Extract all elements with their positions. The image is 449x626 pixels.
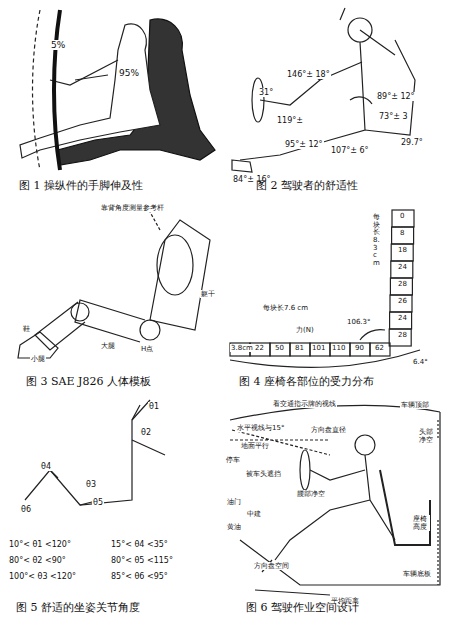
annotation-label: 3.8cm [230, 344, 254, 352]
annotation-label: 水平视线与15° [236, 424, 285, 432]
annotation-label: θ2 [140, 428, 152, 437]
annotation-label: H点 [140, 345, 154, 353]
annotation-label: 头部净空 [418, 428, 436, 444]
annotation-label: 95% [118, 68, 140, 78]
annotation-label: 中建 [246, 510, 262, 518]
annotation-label: 方向盘直径 [310, 426, 347, 434]
figure-caption: 图 6 驾驶作业空间设计 [245, 602, 360, 615]
annotation-label: θ4 [40, 462, 52, 471]
annotation-label: θ5 [92, 498, 104, 507]
annotation-label: 24 [397, 314, 408, 322]
annotation-label: 89°± 12° [376, 92, 416, 101]
annotation-label: 95°± 12° [284, 140, 324, 149]
annotation-label: 10°< θ1 <120° [8, 540, 72, 549]
annotation-label: 0 [399, 212, 405, 220]
annotation-label: 26 [397, 297, 408, 305]
annotation-label: 方向盘空间 [253, 562, 290, 570]
annotation-label: 73°± 3 [378, 112, 409, 121]
annotation-label: 车辆底板 [402, 570, 432, 578]
annotation-label: 146°± 18° [286, 70, 331, 79]
annotation-label: θ3 [85, 480, 97, 489]
annotation-label: 15°< θ4 <35° [110, 540, 169, 549]
annotation-label: 6.4° [412, 358, 429, 366]
annotation-label: 小腿 [30, 355, 46, 363]
annotation-label: 每块长 8.3 cm [372, 214, 381, 268]
annotation-label: 靠背角度测量参考杆 [100, 204, 165, 212]
annotation-label: 110 [331, 344, 346, 352]
annotation-label: 80°< θ5 <115° [110, 556, 174, 565]
annotation-label: 80°< θ2 <90° [8, 556, 67, 565]
annotation-label: 每块长7.6 cm [262, 304, 309, 312]
annotation-label: 22 [254, 344, 265, 352]
figure-caption: 图 5 舒适的坐姿关节角度 [15, 602, 141, 615]
annotation-label: 101 [311, 344, 326, 352]
annotation-label: 24 [397, 263, 408, 271]
annotation-label: 62 [374, 344, 385, 352]
annotation-label: 119°± [276, 116, 304, 125]
annotation-label: θ6 [20, 505, 32, 514]
annotation-label: 看交通指示牌的视线 [272, 400, 337, 408]
annotation-label: 油门 [226, 498, 242, 506]
annotation-label: 100°< θ3 <120° [8, 572, 77, 581]
annotation-label: 90 [354, 344, 365, 352]
annotation-label: 28 [397, 331, 408, 339]
annotation-label: 18 [397, 246, 408, 254]
annotation-label: 被车头遮挡 [245, 470, 282, 478]
annotation-label: 鞋 [22, 325, 31, 333]
annotation-label: 黄油 [226, 523, 242, 531]
annotation-label: 81 [294, 344, 305, 352]
annotation-label: 5% [50, 40, 66, 50]
figure-caption: 图 2 驾驶者的舒适性 [255, 180, 359, 193]
annotation-label: 106.3° [346, 318, 372, 326]
annotation-label: 大腿 [100, 342, 116, 350]
annotation-label: 8 [399, 229, 405, 237]
annotation-label: 腰部净空 [296, 490, 326, 498]
annotation-label: 50 [274, 344, 285, 352]
annotation-label: θ1 [148, 402, 160, 411]
annotation-label: 车辆顶部 [400, 401, 430, 409]
annotation-label: 31° [258, 88, 274, 97]
annotation-label: 地面平行 [240, 442, 270, 450]
annotation-label: 停车 [225, 456, 241, 464]
annotation-label: 28 [397, 280, 408, 288]
annotation-label: 座椅高度 [412, 515, 430, 531]
annotation-label: 力(N) [295, 326, 315, 334]
figure-caption: 图 3 SAE J826 人体模板 [25, 376, 152, 389]
figure-caption: 图 1 操纵件的手脚伸及性 [18, 180, 144, 193]
figure-caption: 图 4 座椅各部位的受力分布 [238, 376, 375, 389]
annotation-label: 躯干 [200, 290, 216, 298]
annotation-label: 85°< θ6 <95° [110, 572, 169, 581]
annotation-label: 29.7° [400, 138, 424, 147]
annotation-label: 107°± 6° [330, 146, 370, 155]
